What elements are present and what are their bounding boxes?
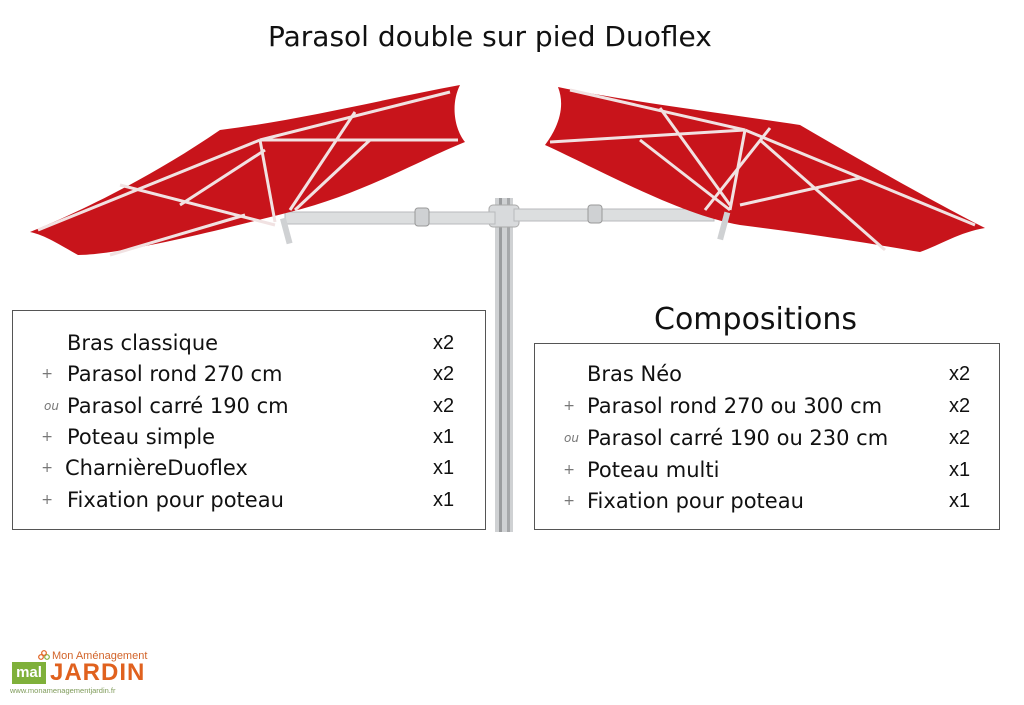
row-label: Poteau simple	[67, 425, 216, 449]
row-label: Parasol carré 190 cm	[67, 394, 289, 418]
list-item: ou Parasol carré 190 cm x2	[13, 390, 485, 422]
list-item: + Poteau multi x1	[535, 454, 999, 486]
plus-icon: +	[563, 398, 575, 414]
plus-icon: +	[563, 462, 575, 478]
row-qty: x1	[433, 426, 455, 448]
list-item: + CharnièreDuoflex x1	[13, 452, 485, 484]
row-label: Fixation pour poteau	[587, 489, 804, 513]
list-item: + Parasol rond 270 ou 300 cm x2	[535, 390, 999, 422]
row-qty: x2	[949, 395, 971, 417]
pole	[488, 198, 520, 532]
row-qty: x1	[433, 457, 455, 479]
row-qty: x1	[949, 459, 971, 481]
row-label: Poteau multi	[587, 458, 720, 482]
plus-icon: +	[41, 429, 53, 445]
row-qty: x2	[433, 363, 455, 385]
row-label: CharnièreDuoflex	[65, 456, 248, 480]
row-qty: x1	[433, 489, 455, 511]
list-item: Bras classique x2	[13, 327, 485, 359]
logo-badge: mal	[12, 662, 46, 684]
row-label: Parasol rond 270 cm	[67, 362, 283, 386]
row-label: Bras Néo	[587, 362, 683, 386]
page-title: Parasol double sur pied Duoflex	[268, 20, 712, 53]
row-qty: x1	[949, 490, 971, 512]
classic-composition-box: Bras classique x2 + Parasol rond 270 cm …	[12, 310, 486, 530]
plus-icon: +	[563, 493, 575, 509]
row-label: Parasol rond 270 ou 300 cm	[587, 394, 883, 418]
list-item: ou Parasol carré 190 ou 230 cm x2	[535, 422, 999, 454]
list-item: + Parasol rond 270 cm x2	[13, 358, 485, 390]
row-qty: x2	[433, 332, 455, 354]
right-parasol-canopy	[545, 87, 985, 252]
row-prefix-or: ou	[44, 399, 59, 413]
logo-url: www.monamenagementjardin.fr	[10, 686, 116, 695]
row-label: Fixation pour poteau	[67, 488, 284, 512]
plus-icon: +	[41, 460, 53, 476]
logo-line1: Mon Aménagement	[52, 650, 148, 662]
row-prefix-or: ou	[564, 431, 579, 445]
list-item: + Fixation pour poteau x1	[535, 485, 999, 517]
logo-line2: JARDIN	[50, 659, 146, 686]
list-item: + Fixation pour poteau x1	[13, 484, 485, 516]
left-parasol-canopy	[30, 85, 465, 257]
neo-composition-box: Bras Néo x2 + Parasol rond 270 ou 300 cm…	[534, 343, 1000, 530]
row-qty: x2	[949, 427, 971, 449]
row-label: Parasol carré 190 ou 230 cm	[587, 426, 889, 450]
list-item: + Poteau simple x1	[13, 421, 485, 453]
plus-icon: +	[41, 492, 53, 508]
row-qty: x2	[433, 395, 455, 417]
row-qty: x2	[949, 363, 971, 385]
flower-icon	[38, 650, 50, 660]
plus-icon: +	[41, 366, 53, 382]
row-label: Bras classique	[67, 331, 219, 355]
list-item: Bras Néo x2	[535, 358, 999, 390]
compositions-heading: Compositions	[654, 302, 857, 337]
brand-logo[interactable]: Mon Aménagement mal JARDIN www.monamenag…	[10, 648, 150, 698]
